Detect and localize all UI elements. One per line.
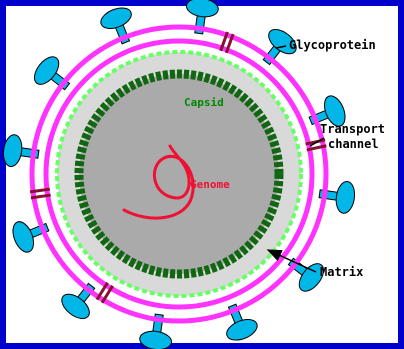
glycoprotein-label: Glycoprotein	[289, 38, 376, 52]
genome-label: Genome	[190, 178, 230, 191]
capsid-shell	[79, 74, 279, 274]
transport-label-line1: Transport	[320, 122, 385, 136]
capsid-label: Capsid	[184, 96, 224, 109]
transport-label-line2: channel	[328, 137, 379, 151]
matrix-label: Matrix	[320, 265, 363, 279]
